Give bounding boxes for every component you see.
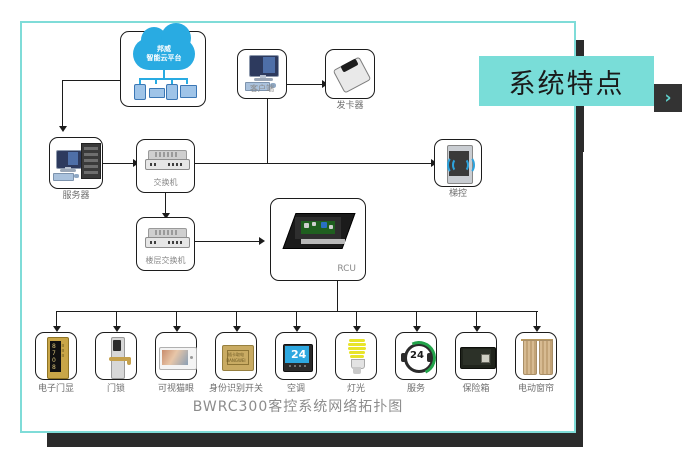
drop-4 (236, 311, 238, 328)
drop-8 (476, 311, 478, 328)
node-rcu-label: RCU (337, 264, 356, 274)
diagram-caption: BWRC300客控系统网络拓扑图 (192, 399, 404, 415)
arrow-drop-3 (173, 326, 181, 332)
link-switch-to-floor-switch (165, 193, 167, 215)
arrow-drop-1 (53, 326, 61, 332)
device-service[interactable]: 24 (395, 332, 441, 380)
node-client-label: 客户端 (250, 84, 274, 93)
node-server[interactable] (49, 137, 103, 189)
device-thermostat[interactable]: 24 (275, 332, 317, 380)
arrow-drop-5 (293, 326, 301, 332)
device-door-lock-label: 门锁 (106, 384, 125, 394)
curtain-icon (516, 333, 556, 379)
node-card-issuer-label: 发卡器 (336, 101, 364, 111)
device-door-lock[interactable] (95, 332, 137, 380)
arrow-drop-8 (473, 326, 481, 332)
node-rcu[interactable]: RCU (270, 198, 366, 281)
link-cloud-to-server-v (62, 80, 64, 128)
node-switch-label: 交换机 (153, 178, 178, 187)
device-safe-box-label: 保险箱 (462, 384, 490, 394)
link-cloud-to-server-h (62, 80, 122, 82)
node-switch[interactable]: 交换机 (136, 139, 195, 193)
arrow-drop-9 (533, 326, 541, 332)
panel-shadow-bottom (47, 433, 583, 447)
node-floor-switch[interactable]: 楼层交换机 (136, 217, 195, 271)
device-safe-box[interactable] (455, 332, 497, 380)
service-number-value: 24 (410, 350, 424, 361)
device-service-label: 服务 (406, 384, 425, 394)
thermostat-temp-value: 24 (291, 348, 307, 361)
node-floor-switch-label: 楼层交换机 (145, 256, 186, 265)
drop-1 (56, 311, 58, 328)
arrow-cloud-to-server (59, 126, 67, 132)
safe-box-icon (456, 333, 496, 379)
drop-3 (176, 311, 178, 328)
device-id-switch-label: 身份识别开关 (208, 384, 263, 394)
device-curtain-label: 电动窗帘 (517, 384, 554, 394)
node-elevator-control[interactable] (434, 139, 482, 187)
device-curtain[interactable] (515, 332, 557, 380)
elevator-reader-icon (435, 140, 481, 186)
device-lamp[interactable] (335, 332, 377, 380)
node-cloud-platform[interactable]: 邦威 智能云平台 (120, 23, 206, 107)
arrow-drop-2 (113, 326, 121, 332)
arrow-floor-switch-to-rcu (259, 237, 265, 245)
thermostat-icon: 24 (276, 333, 316, 379)
node-client[interactable]: 客户端 (237, 49, 287, 99)
card-issuer-icon (326, 50, 374, 98)
device-video-peephole-label: 可视猫眼 (157, 384, 194, 394)
drop-2 (116, 311, 118, 328)
arrow-drop-6 (353, 326, 361, 332)
server-icon (50, 138, 102, 188)
arrow-switch-to-floor-switch (162, 213, 170, 219)
drop-5 (296, 311, 298, 328)
chevron-right-icon[interactable]: › (654, 84, 682, 112)
floor-switch-icon: 楼层交换机 (137, 218, 194, 270)
rcu-icon: RCU (271, 199, 365, 280)
device-door-display-label: 电子门显 (37, 384, 74, 394)
arrow-drop-7 (413, 326, 421, 332)
link-trunk-to-client-v (267, 91, 269, 164)
system-features-banner[interactable]: 系统特点 (479, 56, 654, 106)
cloud-label-line1: 邦威 (157, 45, 171, 54)
switch-icon: 交换机 (137, 140, 194, 192)
node-server-label: 服务器 (62, 191, 90, 201)
door-lock-icon (96, 333, 136, 379)
door-display-icon: 8 7 0 8 ⌷⌷⌷ (36, 333, 76, 379)
system-features-label: 系统特点 (508, 68, 625, 100)
arrow-drop-4 (233, 326, 241, 332)
service-headset-icon: 24 (396, 333, 441, 380)
cloud-label-line2: 智能云平台 (146, 54, 182, 62)
device-thermostat-label: 空调 (286, 384, 305, 394)
link-switch-trunk-h (195, 163, 267, 165)
link-client-to-card-issuer (287, 84, 325, 86)
device-video-peephole[interactable] (155, 332, 197, 380)
node-elevator-control-label: 梯控 (448, 189, 467, 199)
drop-9 (536, 311, 538, 328)
device-door-display[interactable]: 8 7 0 8 ⌷⌷⌷ (35, 332, 77, 380)
link-server-to-switch (103, 163, 136, 165)
client-pc-icon: 客户端 (238, 50, 286, 98)
link-rcu-to-bus-v (337, 281, 339, 311)
device-lamp-label: 灯光 (346, 384, 365, 394)
drop-6 (356, 311, 358, 328)
link-trunk-to-elevator (267, 163, 434, 165)
cloud-icon: 邦威 智能云平台 (121, 23, 205, 106)
link-floor-switch-to-rcu (195, 241, 262, 243)
node-card-issuer[interactable] (325, 49, 375, 99)
lamp-icon (336, 333, 376, 379)
video-peephole-icon (156, 333, 197, 379)
drop-7 (416, 311, 418, 328)
